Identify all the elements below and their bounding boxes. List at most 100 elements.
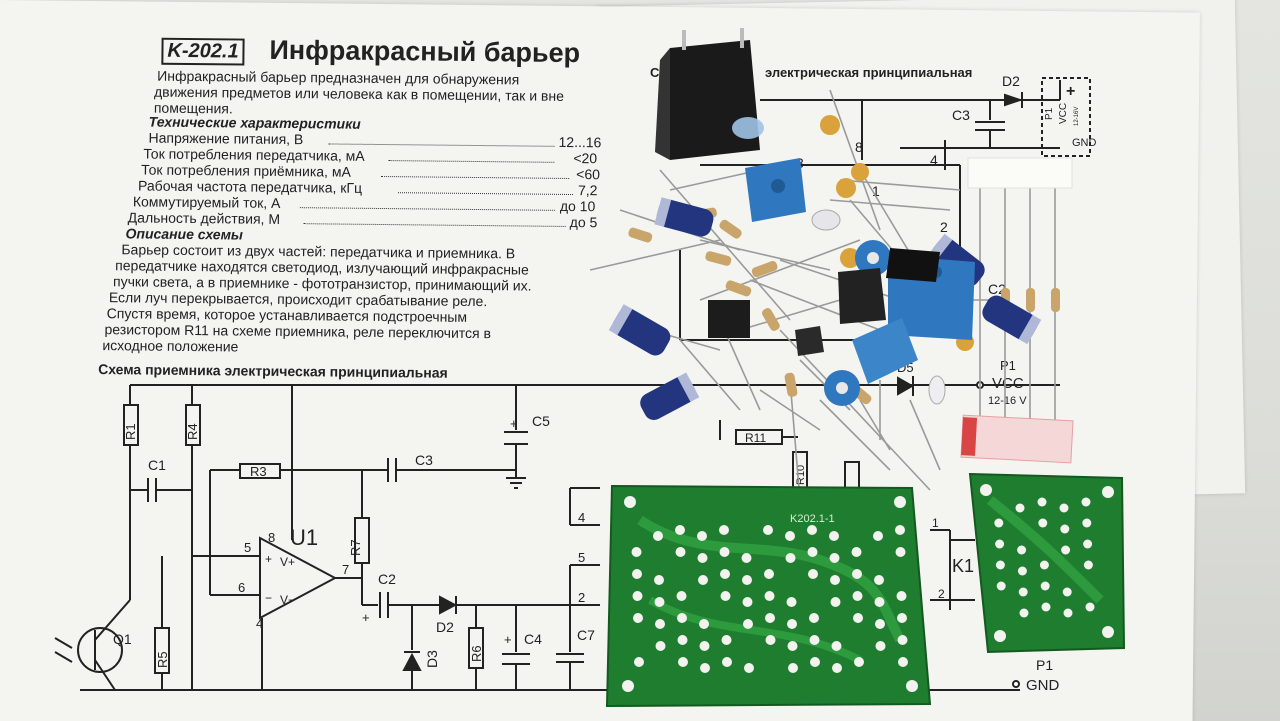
solder-pad [722, 657, 732, 667]
solder-pad [851, 547, 862, 557]
pcb-small-pads [994, 497, 1095, 618]
solder-pad [809, 613, 819, 623]
solder-pad [1041, 602, 1051, 612]
solder-pad [786, 597, 797, 607]
solder-pad [1061, 545, 1071, 555]
label-pin6: 6 [238, 580, 245, 595]
solder-pad [697, 531, 707, 541]
label-pin7: 7 [342, 562, 349, 577]
solder-pad [1081, 497, 1091, 507]
solder-pad [741, 553, 752, 563]
label-c1: C1 [148, 457, 166, 473]
solder-pad [831, 641, 842, 651]
transparent-header-strip [967, 157, 1073, 189]
solder-pad [808, 569, 818, 579]
label-vcc-range: 12-16 V [988, 395, 1027, 407]
label-p1: P1 [1044, 107, 1055, 120]
label-r3: R3 [250, 464, 267, 479]
solder-pad [698, 575, 708, 585]
label-c5: C5 [532, 413, 550, 429]
label-r7: R7 [348, 539, 363, 556]
solder-pad [830, 597, 841, 607]
label-vcc: VCC [992, 375, 1024, 392]
solder-pad [854, 657, 864, 667]
solder-pad [829, 531, 839, 541]
solder-pad [1063, 608, 1073, 618]
solder-pad [675, 547, 686, 557]
solder-pad [675, 525, 685, 535]
label-node4: 4 [578, 510, 585, 525]
label-u1: U1 [290, 525, 318, 550]
label-d2: D2 [1002, 73, 1020, 89]
solder-pad [631, 547, 642, 557]
solder-pad [994, 518, 1004, 528]
solder-pad [995, 539, 1005, 549]
solder-pad [1083, 560, 1093, 570]
solder-pad [655, 641, 666, 651]
solder-pad [655, 619, 665, 629]
label-node2-right: 2 [938, 587, 945, 601]
label-pin5: 5 [244, 540, 251, 555]
label-range: 12-16V [1074, 107, 1080, 126]
solder-pad [1019, 608, 1029, 618]
receiver-labels: R1 R4 C1 R3 C3 + C5 U1 8 5 6 7 4 + − V+ … [113, 358, 1060, 694]
pcb-marking: K202.1-1 [790, 513, 835, 525]
label-c3: C3 [952, 107, 970, 123]
label-pin2: 2 [940, 219, 948, 235]
label-c7: C7 [577, 627, 595, 643]
label-c3: C3 [415, 452, 433, 468]
label-k1: K1 [952, 556, 974, 576]
label-d3: D3 [424, 650, 440, 668]
solder-pad [633, 613, 643, 623]
label-p1: P1 [1036, 657, 1053, 673]
solder-pad [874, 597, 885, 607]
solder-pad [1038, 518, 1048, 528]
solder-pad [699, 619, 709, 629]
label-pin8: 8 [855, 139, 863, 155]
leds [732, 117, 946, 405]
solder-pad [697, 553, 708, 563]
label-pin1: 1 [872, 183, 880, 199]
solder-pad [744, 663, 754, 673]
solder-pad [875, 641, 886, 651]
solder-pad [1039, 560, 1049, 570]
label-pin8: 8 [268, 530, 275, 545]
solder-pad [720, 591, 731, 601]
label-r4: R4 [185, 423, 200, 440]
solder-pad [1062, 587, 1072, 597]
solder-pad [852, 569, 862, 579]
solder-pad [1060, 524, 1070, 534]
label-c2-plus: + [362, 610, 370, 625]
label-op-plus: + [265, 552, 272, 566]
solder-pad [809, 635, 820, 645]
solder-pad [895, 525, 905, 535]
label-c2: C2 [378, 571, 396, 587]
transmitter-title-rest: электрическая принципиальная [765, 65, 972, 80]
label-q1: Q1 [113, 631, 132, 647]
solder-pad [764, 591, 775, 601]
label-c5-plus: + [510, 416, 518, 431]
electrolytic-capacitors [608, 197, 1042, 420]
label-r11: R11 [745, 431, 766, 445]
solder-pad [829, 553, 840, 563]
label-node2: 2 [578, 590, 585, 605]
solder-pad [788, 663, 798, 673]
label-node1: 1 [932, 516, 939, 530]
label-d2: D2 [436, 619, 454, 635]
trimmer-potentiometers [824, 240, 891, 406]
solder-pad [853, 613, 863, 623]
solder-pad [699, 641, 710, 651]
label-pin4: 4 [930, 152, 938, 168]
label-p1-top: P1 [1000, 358, 1016, 373]
solder-pad [787, 619, 797, 629]
solder-pad [785, 531, 795, 541]
solder-pad [654, 597, 665, 607]
solder-pad [898, 657, 908, 667]
solder-pad [743, 619, 753, 629]
solder-pad [852, 591, 863, 601]
solder-pad [1085, 602, 1095, 612]
red-label-strip [960, 414, 1074, 464]
solder-pad [1082, 518, 1092, 528]
